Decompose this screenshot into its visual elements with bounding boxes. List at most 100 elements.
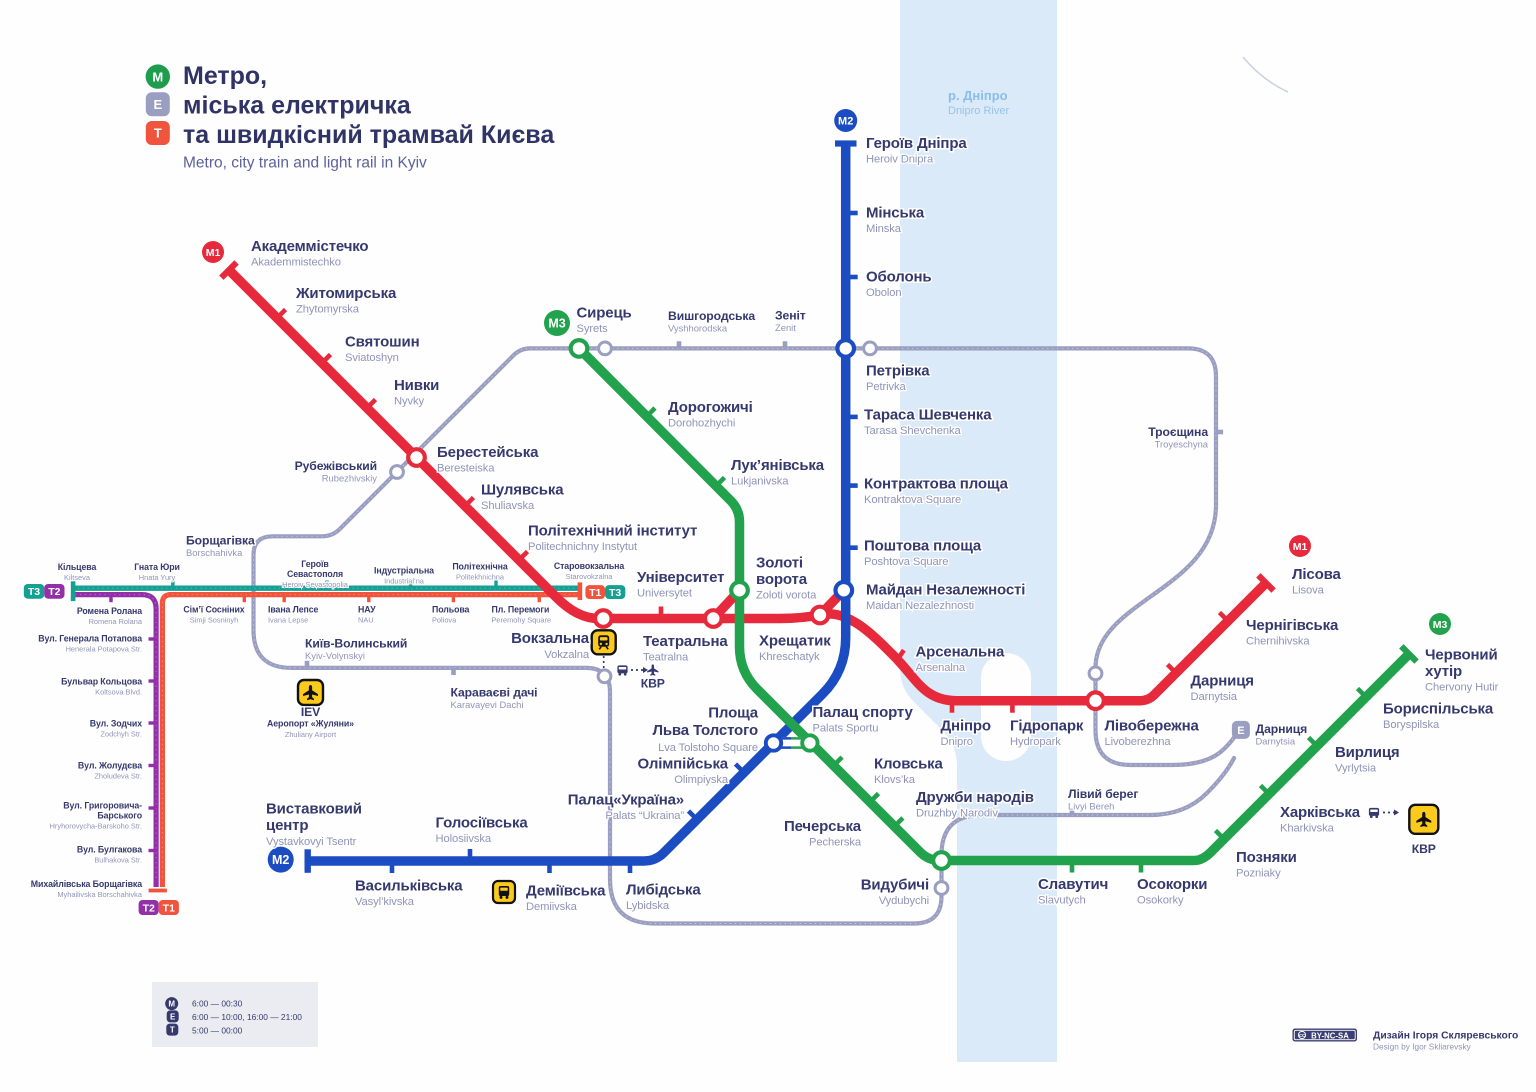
svg-text:Івана Лепсе: Івана Лепсе — [268, 605, 319, 615]
svg-text:Bulhakova Str.: Bulhakova Str. — [94, 856, 142, 865]
svg-text:Metro, city train and light ra: Metro, city train and light rail in Kyiv — [183, 155, 427, 172]
svg-text:Sviatoshyn: Sviatoshyn — [345, 352, 399, 364]
svg-text:NAU: NAU — [358, 616, 374, 625]
svg-text:КВР: КВР — [641, 677, 665, 691]
svg-text:КВР: КВР — [1412, 842, 1436, 856]
svg-text:Shuliavska: Shuliavska — [481, 500, 535, 512]
svg-text:Starovokzalna: Starovokzalna — [566, 572, 614, 581]
svg-text:Е: Е — [170, 1012, 176, 1021]
svg-text:Chervony Hutir: Chervony Hutir — [1425, 682, 1499, 694]
svg-text:6:00 — 10:00, 16:00 — 21:00: 6:00 — 10:00, 16:00 — 21:00 — [192, 1012, 302, 1022]
svg-text:Dnipro River: Dnipro River — [948, 105, 1009, 117]
svg-text:Героїв Дніпра: Героїв Дніпра — [866, 135, 967, 152]
svg-text:Михайлівська Борщагівка: Михайлівська Борщагівка — [31, 879, 142, 889]
svg-text:Вишгородська: Вишгородська — [668, 309, 755, 323]
svg-text:Вул. Григоровича-: Вул. Григоровича- — [63, 801, 142, 811]
svg-text:ворота: ворота — [756, 571, 808, 588]
svg-text:Zoloti vorota: Zoloti vorota — [756, 590, 817, 602]
svg-text:Лук’янівська: Лук’янівська — [731, 457, 825, 474]
svg-text:Hryhorovycha-Barskoho Str.: Hryhorovycha-Barskoho Str. — [50, 822, 142, 831]
svg-text:Darnytsia: Darnytsia — [1256, 735, 1296, 746]
svg-text:Kiltseva: Kiltseva — [64, 573, 91, 582]
svg-text:Осокорки: Осокорки — [1137, 876, 1207, 893]
svg-text:Politekhnichna: Politekhnichna — [456, 573, 505, 582]
svg-text:Тараса Шевченка: Тараса Шевченка — [864, 407, 992, 424]
svg-text:Koltsova Blvd.: Koltsova Blvd. — [95, 688, 142, 697]
svg-text:Червоний: Червоний — [1425, 647, 1498, 664]
svg-text:Льва Толстого: Льва Толстого — [652, 722, 758, 739]
svg-text:Театральна: Театральна — [643, 633, 728, 650]
svg-text:Klovs’ka: Klovs’ka — [874, 774, 916, 786]
svg-text:Бульвар Кольцова: Бульвар Кольцова — [61, 677, 142, 687]
svg-text:Севастополя: Севастополя — [287, 569, 343, 579]
svg-text:М2: М2 — [272, 853, 289, 867]
svg-text:Industrial’na: Industrial’na — [384, 577, 425, 586]
svg-text:cc: cc — [1299, 1033, 1305, 1039]
svg-text:Zholudeva Str.: Zholudeva Str. — [94, 772, 142, 781]
svg-text:та швидкісний трамвай Києва: та швидкісний трамвай Києва — [183, 121, 555, 149]
svg-text:Simji Sosninyh: Simji Sosninyh — [190, 616, 238, 625]
svg-text:Т3: Т3 — [28, 586, 40, 598]
svg-text:М3: М3 — [1433, 619, 1448, 631]
svg-text:Вул. Булгакова: Вул. Булгакова — [77, 845, 142, 855]
svg-text:Арсенальна: Арсенальна — [916, 644, 1006, 661]
svg-text:Дарниця: Дарниця — [1191, 673, 1254, 690]
svg-text:НАУ: НАУ — [358, 605, 376, 615]
svg-text:Зеніт: Зеніт — [775, 309, 806, 323]
svg-text:Lisova: Lisova — [1292, 585, 1325, 597]
svg-text:хутір: хутір — [1425, 663, 1462, 680]
svg-text:Vasyl’kivska: Vasyl’kivska — [355, 896, 415, 908]
svg-text:Karavayevi Dachi: Karavayevi Dachi — [451, 699, 524, 710]
svg-text:М1: М1 — [1293, 541, 1308, 553]
svg-text:Hnata Yury: Hnata Yury — [139, 573, 176, 582]
svg-text:Poliova: Poliova — [432, 616, 457, 625]
svg-text:Кільцева: Кільцева — [58, 562, 97, 572]
svg-text:Вул. Зодчих: Вул. Зодчих — [90, 719, 142, 729]
svg-text:Вул. Генерала Потапова: Вул. Генерала Потапова — [38, 634, 142, 644]
svg-text:Darnytsia: Darnytsia — [1191, 691, 1238, 703]
svg-text:Печерська: Печерська — [784, 818, 862, 835]
svg-text:Палац«Україна»: Палац«Україна» — [568, 792, 684, 809]
svg-text:Героїв: Героїв — [301, 559, 329, 569]
svg-text:Poshtova Square: Poshtova Square — [864, 556, 948, 568]
svg-text:Виставковий: Виставковий — [266, 801, 362, 818]
svg-text:Петрівка: Петрівка — [866, 363, 930, 380]
svg-text:Старовокзальна: Старовокзальна — [554, 561, 625, 571]
svg-text:Slavutych: Slavutych — [1038, 895, 1086, 907]
svg-text:Позняки: Позняки — [1236, 849, 1297, 866]
svg-text:Vyrlytsia: Vyrlytsia — [1335, 763, 1377, 775]
svg-text:Design by Igor Skliarevsky: Design by Igor Skliarevsky — [1373, 1042, 1472, 1052]
svg-text:Syrets: Syrets — [577, 323, 609, 335]
svg-text:Площа: Площа — [708, 705, 759, 722]
svg-text:Osokorky: Osokorky — [1137, 895, 1184, 907]
svg-text:Шулявська: Шулявська — [481, 482, 564, 499]
svg-text:Palats “Ukraina”: Palats “Ukraina” — [605, 810, 684, 822]
svg-text:5:00 — 00:00: 5:00 — 00:00 — [192, 1026, 243, 1036]
svg-text:Дніпро: Дніпро — [941, 718, 991, 735]
svg-text:Берестейська: Берестейська — [437, 444, 539, 461]
svg-text:BY-NC-SA: BY-NC-SA — [1311, 1032, 1349, 1041]
svg-text:Сирець: Сирець — [577, 305, 632, 322]
svg-text:Kyiv-Volynskyi: Kyiv-Volynskyi — [305, 650, 365, 661]
svg-text:Pecherska: Pecherska — [809, 837, 862, 849]
svg-text:Сім’ї Сосніних: Сім’ї Сосніних — [183, 605, 244, 615]
svg-text:Romena Rolana: Romena Rolana — [89, 617, 143, 626]
svg-text:Tarasa Shevchenka: Tarasa Shevchenka — [864, 425, 961, 437]
svg-text:Святошин: Святошин — [345, 334, 420, 351]
svg-text:Польова: Польова — [432, 605, 470, 615]
svg-text:Henerala Potapova Str.: Henerala Potapova Str. — [66, 645, 142, 654]
svg-text:Чернігівська: Чернігівська — [1246, 617, 1339, 634]
svg-text:Palats Sportu: Palats Sportu — [813, 723, 879, 735]
svg-text:Е: Е — [153, 97, 162, 112]
svg-text:Золоті: Золоті — [756, 555, 803, 572]
svg-text:Житомирська: Житомирська — [295, 285, 397, 302]
svg-text:Дорогожичі: Дорогожичі — [668, 399, 753, 416]
svg-text:Vyshhorodska: Vyshhorodska — [668, 322, 728, 333]
svg-text:Політехнічний інститут: Політехнічний інститут — [528, 523, 697, 540]
svg-text:Видубичі: Видубичі — [861, 877, 929, 894]
svg-text:Голосіївська: Голосіївська — [436, 815, 529, 832]
svg-text:Vokzalna: Vokzalna — [544, 649, 589, 661]
svg-text:М3: М3 — [548, 317, 565, 331]
svg-text:Livyi Bereh: Livyi Bereh — [1068, 800, 1114, 811]
svg-text:Либідська: Либідська — [626, 882, 701, 899]
